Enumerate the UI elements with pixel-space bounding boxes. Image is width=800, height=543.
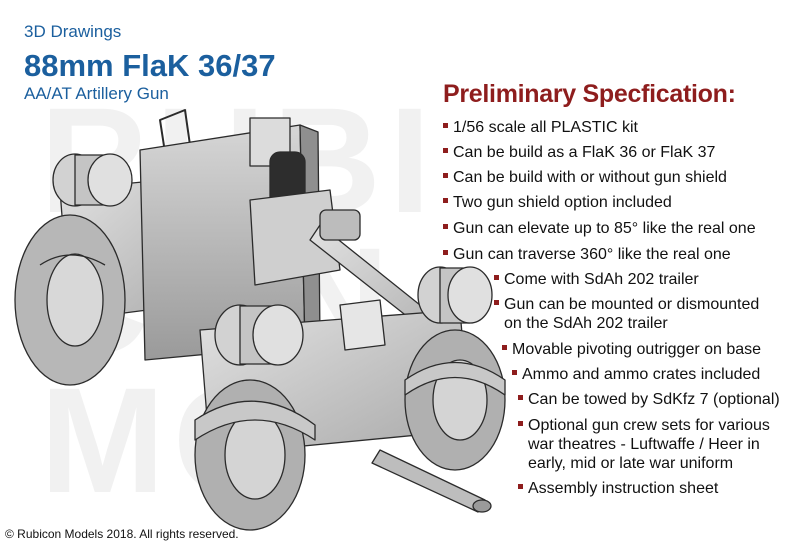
spec-title: Preliminary Specfication: bbox=[443, 80, 736, 108]
copyright: © Rubicon Models 2018. All rights reserv… bbox=[5, 527, 239, 541]
page-subtitle: AA/AT Artillery Gun bbox=[24, 84, 169, 103]
page-title: 88mm FlaK 36/37 bbox=[24, 48, 276, 83]
header: 3D Drawings 88mm FlaK 36/37 AA/AT Artill… bbox=[24, 22, 276, 104]
header-kicker: 3D Drawings bbox=[24, 22, 122, 41]
